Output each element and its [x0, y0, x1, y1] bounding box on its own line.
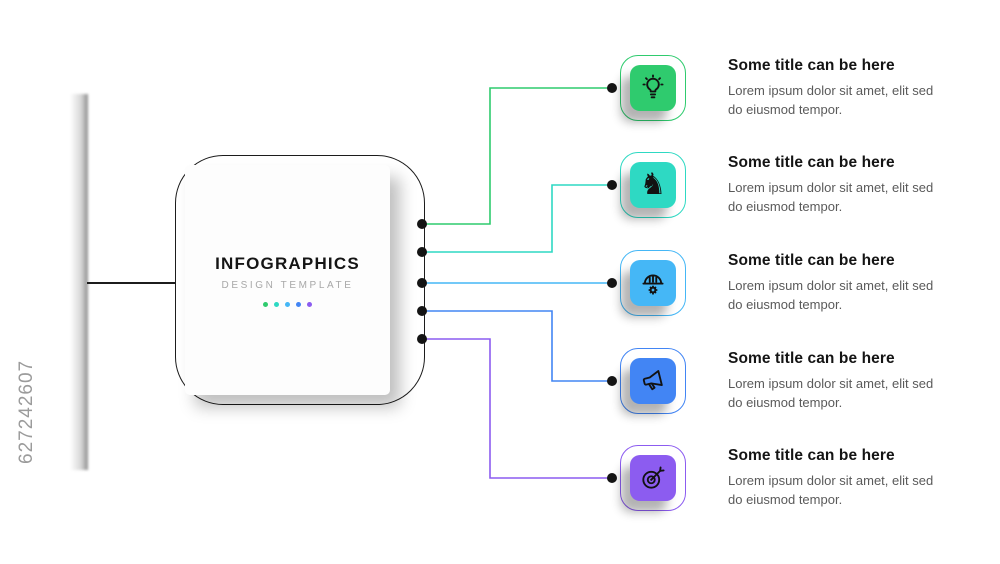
item-icon-tile — [630, 65, 676, 111]
connector-line-5 — [422, 338, 612, 479]
item-description: Lorem ipsum dolor sit amet, elit sed do … — [728, 179, 934, 214]
list-item-4: Some title can be here Lorem ipsum dolor… — [620, 348, 940, 414]
watermark: 627242607 — [16, 359, 37, 464]
connector-line-4 — [422, 310, 612, 382]
item-badge — [620, 348, 686, 414]
palette-dots — [263, 301, 312, 307]
lightbulb-icon — [642, 74, 664, 99]
connector-line-2 — [422, 184, 612, 253]
left-stem-line — [87, 282, 176, 284]
main-card: INFOGRAPHICS DESIGN TEMPLATE — [185, 165, 390, 395]
card-title: INFOGRAPHICS — [215, 253, 360, 273]
list-item-3: Some title can be here Lorem ipsum dolor… — [620, 250, 940, 316]
engineer-helmet-icon — [642, 274, 664, 295]
target-arrow-icon — [642, 466, 665, 489]
palette-dot — [307, 301, 312, 307]
item-description: Lorem ipsum dolor sit amet, elit sed do … — [728, 375, 934, 410]
item-icon-tile — [630, 358, 676, 404]
connector-dot — [607, 180, 617, 190]
item-text: Some title can be here Lorem ipsum dolor… — [728, 252, 940, 315]
card-subtitle: DESIGN TEMPLATE — [221, 279, 354, 291]
main-square-outline: INFOGRAPHICS DESIGN TEMPLATE — [175, 155, 425, 405]
list-item-2: ♞ Some title can be here Lorem ipsum dol… — [620, 152, 940, 218]
item-badge — [620, 445, 686, 511]
item-badge: ♞ — [620, 152, 686, 218]
connector-dot — [607, 278, 617, 288]
list-item-1: Some title can be here Lorem ipsum dolor… — [620, 55, 940, 121]
item-icon-tile — [630, 455, 676, 501]
megaphone-icon — [642, 370, 663, 391]
item-badge — [620, 55, 686, 121]
palette-dot — [285, 301, 290, 307]
connector-dot — [607, 376, 617, 386]
item-title: Some title can be here — [728, 251, 895, 269]
chess-knight-icon: ♞ — [639, 167, 667, 202]
palette-dot — [296, 301, 301, 307]
connector-dot — [607, 473, 617, 483]
item-description: Lorem ipsum dolor sit amet, elit sed do … — [728, 472, 934, 507]
item-icon-tile: ♞ — [630, 162, 676, 208]
page-edge-shadow — [70, 94, 88, 470]
connector-dot — [607, 83, 617, 93]
palette-dot — [274, 301, 279, 307]
item-title: Some title can be here — [728, 446, 895, 464]
item-description: Lorem ipsum dolor sit amet, elit sed do … — [728, 82, 934, 117]
item-text: Some title can be here Lorem ipsum dolor… — [728, 57, 940, 120]
item-badge — [620, 250, 686, 316]
item-description: Lorem ipsum dolor sit amet, elit sed do … — [728, 277, 934, 312]
item-title: Some title can be here — [728, 349, 895, 367]
item-text: Some title can be here Lorem ipsum dolor… — [728, 154, 940, 217]
palette-dot — [263, 301, 268, 307]
connector-line-1 — [422, 87, 612, 225]
list-item-5: Some title can be here Lorem ipsum dolor… — [620, 445, 940, 511]
item-icon-tile — [630, 260, 676, 306]
item-title: Some title can be here — [728, 153, 895, 171]
item-text: Some title can be here Lorem ipsum dolor… — [728, 447, 940, 510]
item-title: Some title can be here — [728, 56, 895, 74]
item-text: Some title can be here Lorem ipsum dolor… — [728, 350, 940, 413]
